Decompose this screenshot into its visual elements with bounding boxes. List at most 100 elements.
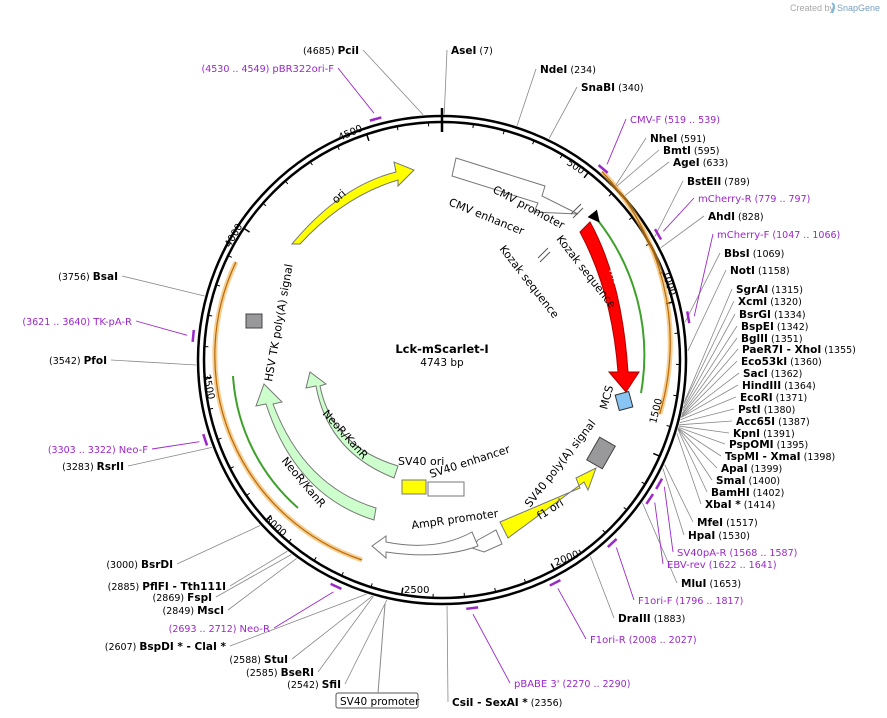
enzyme-leader [678,425,730,434]
enzyme-label: BbsI (1069) [724,248,784,260]
enzyme-label: XcmI (1320) [738,296,802,308]
neor-inner-arrow[interactable] [305,371,399,479]
enzyme-leader [680,396,737,421]
primer-name: pBABE 3' [514,679,560,690]
enzyme-leader [344,599,388,685]
sv40-ori-box[interactable] [401,479,427,495]
enzyme-name: KpnI [733,428,760,440]
orange-track-left [212,260,363,563]
neor-outer-arrow[interactable] [255,383,377,521]
enzyme-leader [660,215,705,249]
enzyme-leader [615,137,647,186]
enzyme-label: BsrGI (1334) [739,309,806,321]
enzyme-name: BsaI [93,271,118,283]
f1-ori-arrow[interactable] [499,466,597,539]
enzyme-site: BmtI (595) [663,145,719,157]
enzyme-leader [677,429,708,493]
enzyme-position: (828) [735,212,764,223]
enzyme-position: (2869) [153,593,188,604]
enzyme-leader [317,595,374,673]
sv40-polya-box[interactable] [586,436,616,470]
enzyme-position: (591) [677,134,706,145]
enzyme-position: (1402) [750,488,785,499]
feature-mcs: MCS [597,384,616,411]
enzyme-name: HpaI [688,530,715,542]
enzyme-site: SnaBI (340) [581,82,644,94]
enzyme-position: (1653) [706,579,741,590]
enzyme-position: (1334) [771,310,806,321]
enzyme-label: (2607) BspDI * - ClaI * [105,641,227,653]
primer-name: pBR322ori-F [272,64,334,75]
enzyme-label: SgrAI (1315) [736,284,803,296]
hsv-tk-polya-box[interactable] [245,313,263,329]
enzyme-leader [680,384,739,418]
enzyme-position: (1371) [773,393,808,404]
enzyme-site: DraIII (1883) [618,613,685,625]
enzyme-name: NdeI [540,64,567,76]
kozak-marker-1b [570,203,582,215]
tick-mark [673,394,678,397]
primer-leader [615,547,635,601]
ori-arrow[interactable] [290,161,415,245]
primer-mark [549,579,561,587]
enzyme-label: DraIII (1883) [618,613,685,625]
primer-leader [472,613,511,684]
kozak-marker-2 [539,251,551,263]
enzyme-site: BstEII (789) [687,176,750,188]
tick-mark [337,145,340,150]
enzyme-site: (4685) PciI [303,45,359,57]
small-promoter-arrow[interactable] [471,529,503,553]
primer-mark [466,606,479,611]
enzyme-leader [127,447,213,467]
tick-label-4000: 4000 [223,222,245,250]
orange-track-left-core [214,261,363,561]
primer-label: mCherry-R (779 .. 797) [698,194,810,205]
primer-mark [685,311,691,324]
enzyme-name: PflFI - Tth111I [142,581,226,593]
snapgene-credit: Created by SnapGene [790,2,880,14]
enzyme-name: PciI [338,45,359,57]
enzyme-position: (1883) [651,614,686,625]
mcs-box[interactable] [614,390,634,412]
enzyme-leader [678,426,726,445]
ampr-promoter-arrow[interactable] [371,531,479,560]
tick-mark [209,407,214,410]
primer-leader [135,320,188,336]
tick-mark [217,437,222,441]
primer-leader [337,67,375,114]
enzyme-leader [682,313,736,409]
primer-range: (2008 .. 2027) [626,635,697,646]
primer-range: (4530 .. 4549) [202,64,273,75]
enzyme-leader [677,428,718,469]
enzyme-position: (1399) [748,464,783,475]
enzyme-leader [110,359,197,366]
enzyme-site: NdeI (234) [540,64,596,76]
enzyme-position: (1530) [715,531,750,542]
enzyme-name: BmtI [663,145,691,157]
enzyme-site: Acc65I (1387) [736,416,810,428]
primer-range: (3621 .. 3640) [22,317,93,328]
enzyme-label: (2585) BseRI [246,667,314,679]
enzyme-name: BglII [741,333,768,345]
enzyme-position: (340) [615,83,644,94]
tick-mark [309,161,313,166]
enzyme-site: KpnI (1391) [733,428,795,440]
enzyme-name: DraIII [618,613,651,625]
enzyme-label: NdeI (234) [540,64,596,76]
enzyme-name: TspMI - XmaI [725,451,801,463]
primer-name: mCherry-F [717,230,770,241]
sv40-enhancer-box[interactable] [427,481,465,497]
enzyme-position: (234) [567,65,596,76]
primer-leader [273,591,334,629]
cmv-promoter-arrow[interactable] [451,157,579,215]
enzyme-leader [446,605,449,703]
enzyme-label: BspEI (1342) [741,321,808,333]
tick-mark [400,587,404,595]
enzyme-name: PaeR7I - XhoI [742,344,821,356]
mscarlet-arrow[interactable] [579,221,640,393]
tick-mark [502,130,505,135]
enzyme-position: (1320) [767,297,802,308]
enzyme-position: (2588) [229,655,264,666]
sv40-promoter-label-box [335,692,419,709]
enzyme-leader [215,554,292,598]
